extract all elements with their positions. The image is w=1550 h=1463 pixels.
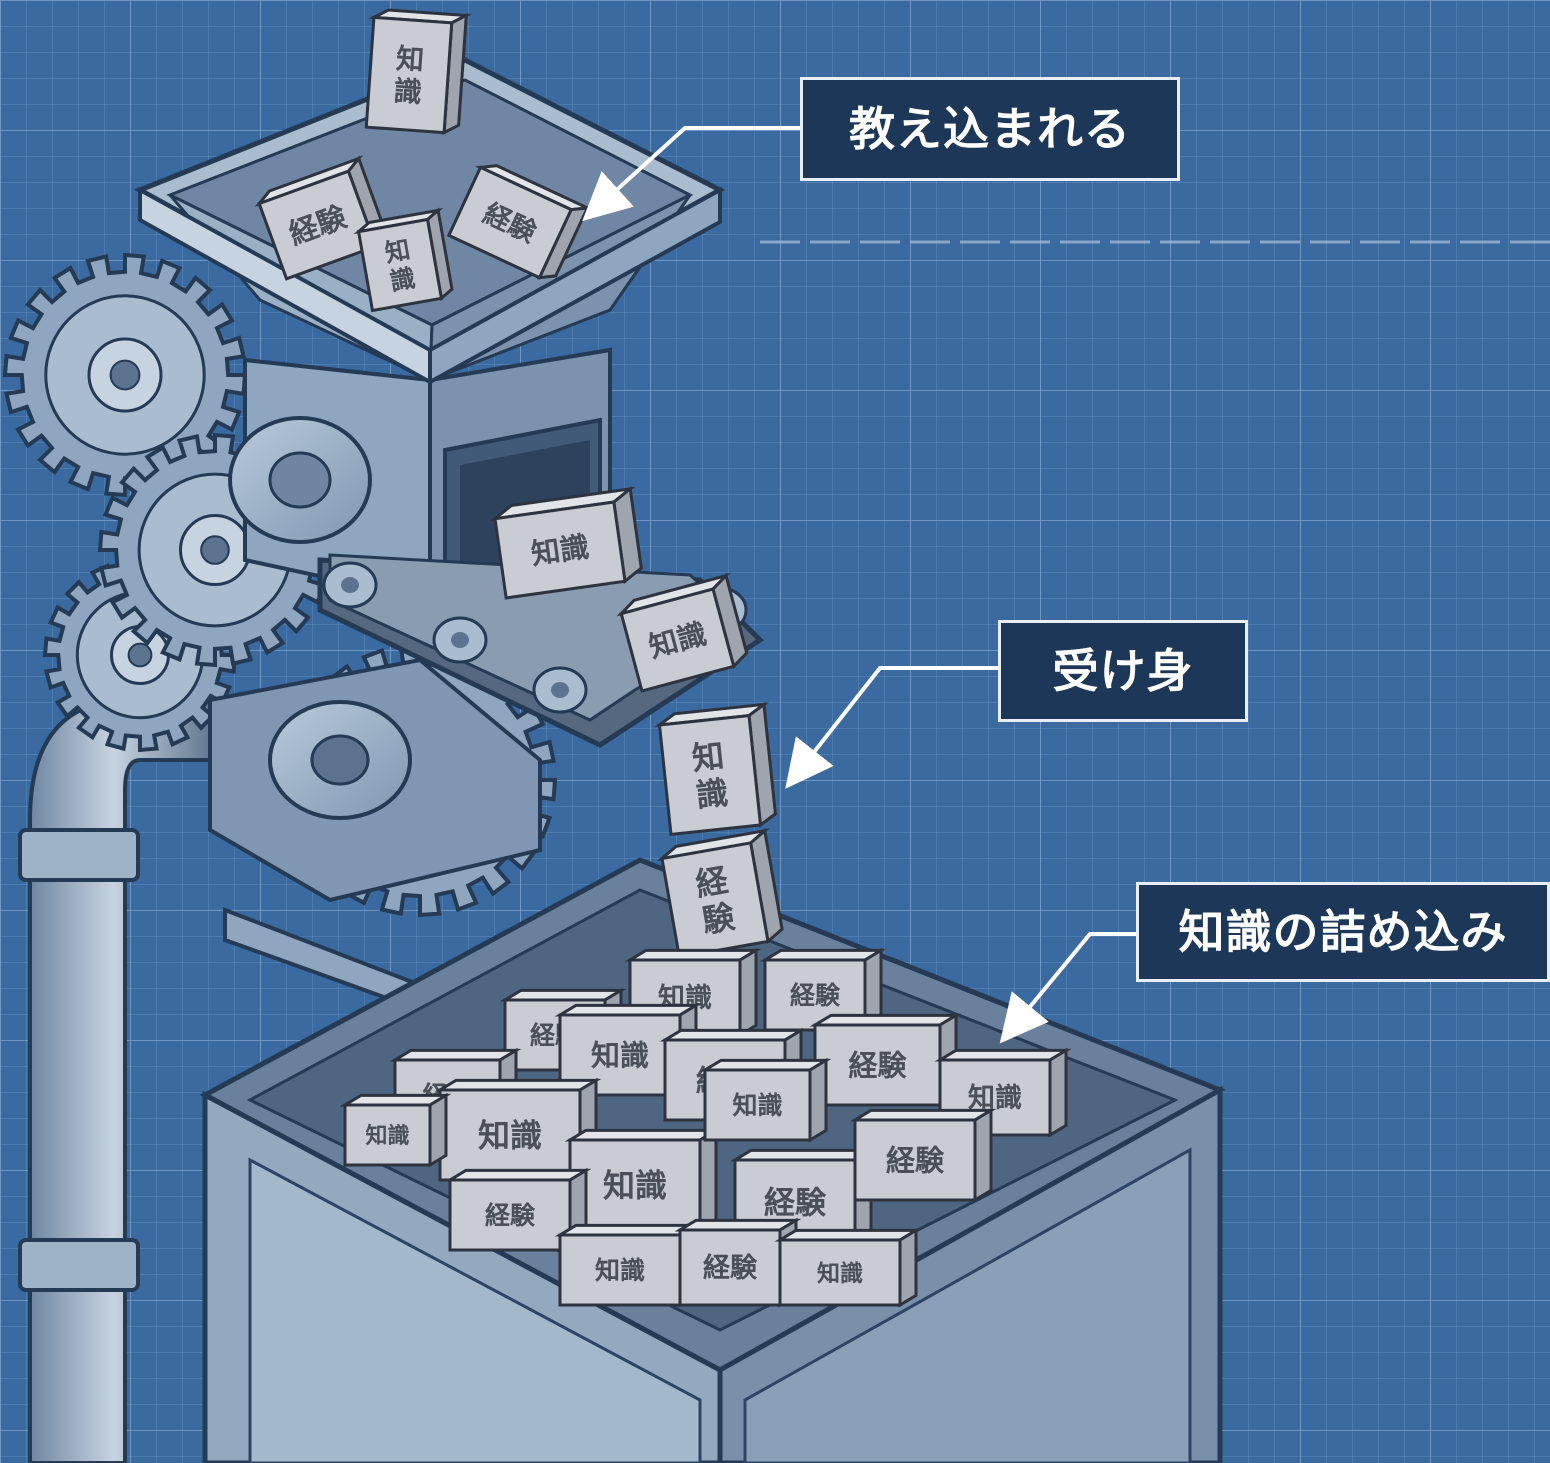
block-knowledge: 知識	[654, 701, 777, 837]
callout-passive: 受け身	[998, 620, 1248, 722]
block-experience: 経験	[656, 827, 784, 959]
block-label: 験	[699, 897, 738, 940]
block-label: 知識	[603, 1167, 667, 1205]
conveyor-roller	[322, 561, 378, 609]
gear-icon	[2, 252, 248, 498]
block-label: 知識	[732, 1091, 782, 1120]
block-label: 知識	[817, 1260, 863, 1287]
block-knowledge: 知識	[699, 1057, 832, 1143]
block-label: 経験	[703, 1252, 758, 1284]
block-experience: 経験	[849, 1107, 997, 1203]
block-knowledge: 知識	[616, 572, 749, 693]
block-label: 経験	[764, 1186, 827, 1222]
block-knowledge: 知識	[339, 1092, 452, 1168]
block-experience: 経験	[444, 1167, 592, 1253]
block-experience: 経験	[446, 164, 593, 280]
conveyor-roller	[532, 666, 588, 714]
block-experience: 経験	[809, 1012, 962, 1108]
block-label: 知識	[591, 1038, 649, 1072]
block-label: 知識	[595, 1256, 645, 1285]
block-knowledge: 知識	[774, 1227, 922, 1308]
block-label: 経験	[790, 981, 841, 1010]
block-label: 識	[388, 263, 418, 296]
knowledge-blocks: 知識経験知識経験知識知識知識経験知識経験経験知識経験経験経験知識知識知識知識経験…	[254, 8, 1072, 1308]
callout-taught: 教え込まれる	[800, 77, 1180, 181]
block-label: 知	[383, 235, 413, 268]
block-label: 経	[693, 861, 732, 904]
block-knowledge: 知識	[564, 1127, 722, 1233]
block-label: 識	[694, 774, 730, 815]
block-label: 知識	[478, 1117, 542, 1155]
block-knowledge: 知識	[554, 1222, 702, 1308]
block-experience: 経験	[254, 155, 388, 281]
block-label: 識	[393, 74, 423, 109]
block-label: 知識	[529, 529, 591, 571]
block-label: 経験	[886, 1143, 945, 1177]
callout-cramming: 知識の詰め込み	[1136, 882, 1550, 982]
block-label: 知	[690, 737, 726, 778]
block-label: 経験	[848, 1048, 907, 1082]
conveyor-roller	[432, 616, 488, 664]
block-label: 経験	[485, 1201, 536, 1230]
block-knowledge: 知識	[489, 486, 643, 600]
block-label: 知	[395, 42, 425, 77]
block-knowledge: 知識	[353, 207, 454, 313]
pipe-icon	[18, 698, 217, 1463]
block-label: 知識	[365, 1123, 409, 1149]
hopper-icon	[134, 57, 726, 386]
arrow-icon	[582, 126, 1136, 1044]
block-knowledge: 知識	[364, 8, 472, 136]
